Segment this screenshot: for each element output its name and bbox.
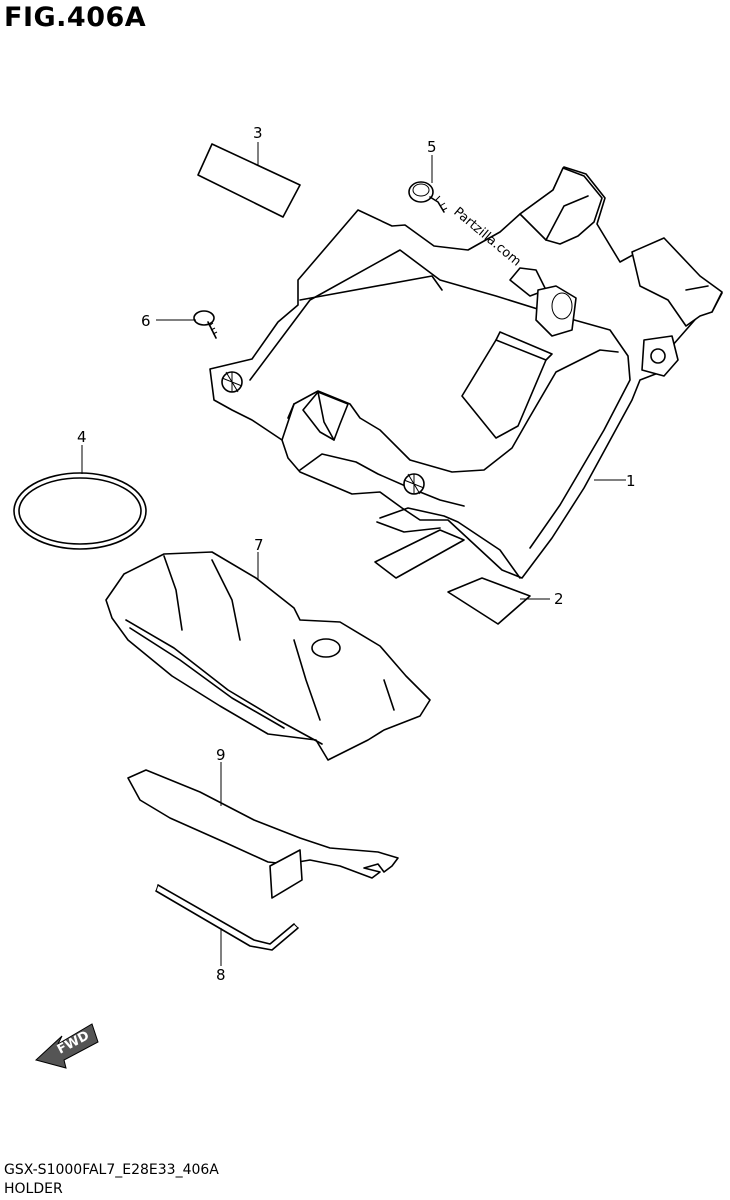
part-8-hex-key[interactable] <box>155 884 299 951</box>
part-1-holder[interactable] <box>209 166 723 579</box>
part-1-flap-pad <box>374 529 465 579</box>
fwd-arrow-icon: FWD <box>34 1023 99 1069</box>
callout-4: 4 <box>77 428 87 446</box>
callout-9: 9 <box>216 746 226 764</box>
callout-1: 1 <box>626 472 636 490</box>
part-6-screw[interactable] <box>193 310 218 339</box>
leader-lines <box>81 142 626 966</box>
part-7-cover[interactable] <box>105 551 431 761</box>
model-code: GSX-S1000FAL7_E28E33_406A <box>4 1162 219 1178</box>
part-4-band[interactable] <box>13 472 147 550</box>
callout-6: 6 <box>141 312 151 330</box>
callout-labels: 1 2 3 4 5 6 7 8 9 <box>77 124 636 984</box>
clip-left <box>221 371 243 393</box>
callout-8: 8 <box>216 966 226 984</box>
callout-7: 7 <box>254 536 264 554</box>
figure-title: FIG.406A <box>4 2 147 33</box>
callout-3: 3 <box>253 124 263 142</box>
part-2-label-pad[interactable] <box>447 577 531 625</box>
clip-right <box>403 473 425 495</box>
part-5-screw[interactable] <box>408 181 448 213</box>
part-9-wrench[interactable] <box>127 769 399 899</box>
part-3-label-pad[interactable] <box>197 143 301 218</box>
figure-caption: HOLDER <box>4 1181 63 1197</box>
callout-5: 5 <box>427 138 437 156</box>
callout-2: 2 <box>554 590 564 608</box>
